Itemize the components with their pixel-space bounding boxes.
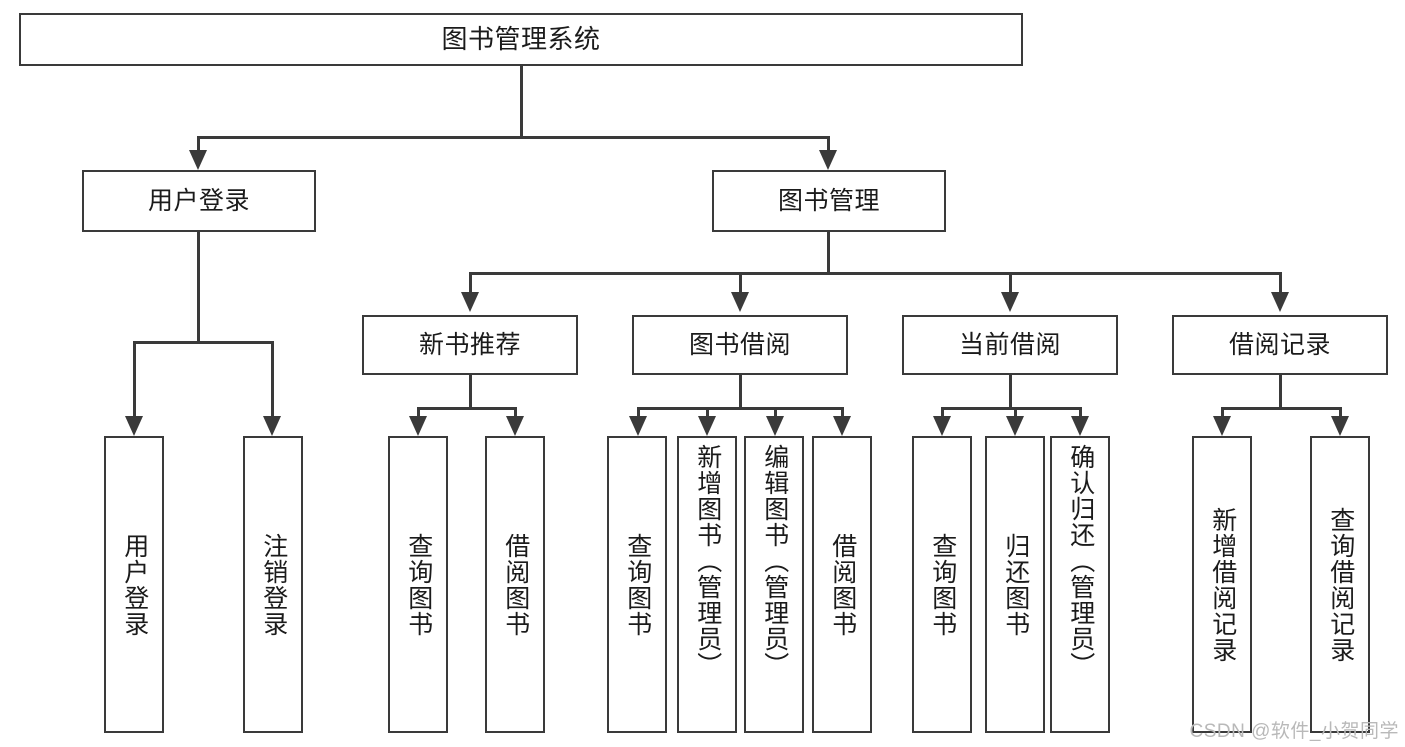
connector-book-management-bus [469,272,1281,275]
node-leaf-edit-book[interactable]: 编辑图书（管理员） [744,436,804,733]
connector-bb-leaf1 [637,407,640,421]
arrow-nbr-leaf1 [409,416,427,436]
node-leaf-query-record[interactable]: 查询借阅记录 [1310,436,1370,733]
node-current-borrow[interactable]: 当前借阅 [902,315,1118,375]
connector-book-borrow-drop [739,375,742,407]
connector-borrow-record-bus [1221,407,1341,410]
arrow-to-user-login [189,150,207,170]
connector-root-bus [199,136,830,139]
node-leaf-add-record[interactable]: 新增借阅记录 [1192,436,1252,733]
node-borrow-record[interactable]: 借阅记录 [1172,315,1388,375]
connector-cb-leaf3 [1079,407,1082,421]
arrow-to-book-management [819,150,837,170]
node-label: 查询图书 [928,532,957,637]
node-label: 注销登录 [259,532,288,637]
connector-new-book-recommend-drop [469,375,472,407]
connector-to-user-login [197,136,200,156]
node-new-book-recommend[interactable]: 新书推荐 [362,315,578,375]
connector-to-current-borrow [1009,272,1012,297]
connector-cb-leaf1 [941,407,944,421]
connector-user-login-bus [133,341,273,344]
connector-to-book-management [827,136,830,156]
arrow-to-new-book-recommend [461,292,479,312]
node-label: 当前借阅 [958,330,1061,359]
node-book-borrow[interactable]: 图书借阅 [632,315,848,375]
node-label: 借阅图书 [828,532,857,637]
connector-user-login-leaf2 [271,341,274,421]
node-label: 借阅记录 [1228,330,1331,359]
connector-root-drop [520,66,523,136]
connector-bb-leaf3 [774,407,777,421]
node-leaf-query-book-1[interactable]: 查询图书 [388,436,448,733]
node-leaf-query-book-3[interactable]: 查询图书 [912,436,972,733]
connector-bb-leaf4 [841,407,844,421]
node-label: 新书推荐 [418,330,521,359]
node-leaf-add-book[interactable]: 新增图书（管理员） [677,436,737,733]
arrow-cb-leaf3 [1071,416,1089,436]
arrow-br-leaf2 [1331,416,1349,436]
connector-br-leaf1 [1221,407,1224,421]
node-label: 图书管理 [777,186,880,215]
node-label: 借阅图书 [501,532,530,637]
connector-nbr-leaf1 [417,407,420,421]
connector-to-book-borrow [739,272,742,297]
connector-borrow-record-drop [1279,375,1282,407]
node-leaf-borrow-book-2[interactable]: 借阅图书 [812,436,872,733]
arrow-bb-leaf2 [698,416,716,436]
node-leaf-user-login[interactable]: 用户登录 [104,436,164,733]
connector-bb-leaf2 [706,407,709,421]
node-label: 查询借阅记录 [1326,506,1355,663]
node-leaf-confirm-return[interactable]: 确认归还（管理员） [1050,436,1110,733]
node-root-system[interactable]: 图书管理系统 [19,13,1023,66]
node-label: 归还图书 [1001,532,1030,637]
node-leaf-query-book-2[interactable]: 查询图书 [607,436,667,733]
connector-cb-leaf2 [1014,407,1017,421]
arrow-nbr-leaf2 [506,416,524,436]
arrow-cb-leaf1 [933,416,951,436]
arrow-to-book-borrow [731,292,749,312]
node-label: 图书管理系统 [441,23,601,54]
connector-new-book-recommend-bus [417,407,516,410]
connector-user-login-leaf1 [133,341,136,421]
node-label: 编辑图书（管理员） [760,444,789,678]
node-label: 查询图书 [404,532,433,637]
connector-br-leaf2 [1339,407,1342,421]
connector-to-borrow-record [1279,272,1282,297]
node-label: 用户登录 [147,186,250,215]
arrow-to-current-borrow [1001,292,1019,312]
connector-book-management-drop [827,232,830,272]
node-label: 用户登录 [120,532,149,637]
connector-user-login-drop [197,232,200,341]
arrow-user-login-leaf2 [263,416,281,436]
connector-nbr-leaf2 [514,407,517,421]
connector-to-new-book-recommend [469,272,472,297]
arrow-to-borrow-record [1271,292,1289,312]
connector-current-borrow-drop [1009,375,1012,407]
node-label: 查询图书 [623,532,652,637]
arrow-user-login-leaf1 [125,416,143,436]
arrow-bb-leaf3 [766,416,784,436]
arrow-bb-leaf1 [629,416,647,436]
connector-current-borrow-bus [941,407,1080,410]
node-label: 图书借阅 [688,330,791,359]
node-label: 新增借阅记录 [1208,506,1237,663]
connector-book-borrow-bus [637,407,843,410]
arrow-br-leaf1 [1213,416,1231,436]
node-leaf-return-book[interactable]: 归还图书 [985,436,1045,733]
node-leaf-borrow-book-1[interactable]: 借阅图书 [485,436,545,733]
node-leaf-logout-login[interactable]: 注销登录 [243,436,303,733]
arrow-bb-leaf4 [833,416,851,436]
node-label: 新增图书（管理员） [693,444,722,678]
node-label: 确认归还（管理员） [1066,444,1095,678]
node-user-login[interactable]: 用户登录 [82,170,316,232]
arrow-cb-leaf2 [1006,416,1024,436]
node-book-management[interactable]: 图书管理 [712,170,946,232]
